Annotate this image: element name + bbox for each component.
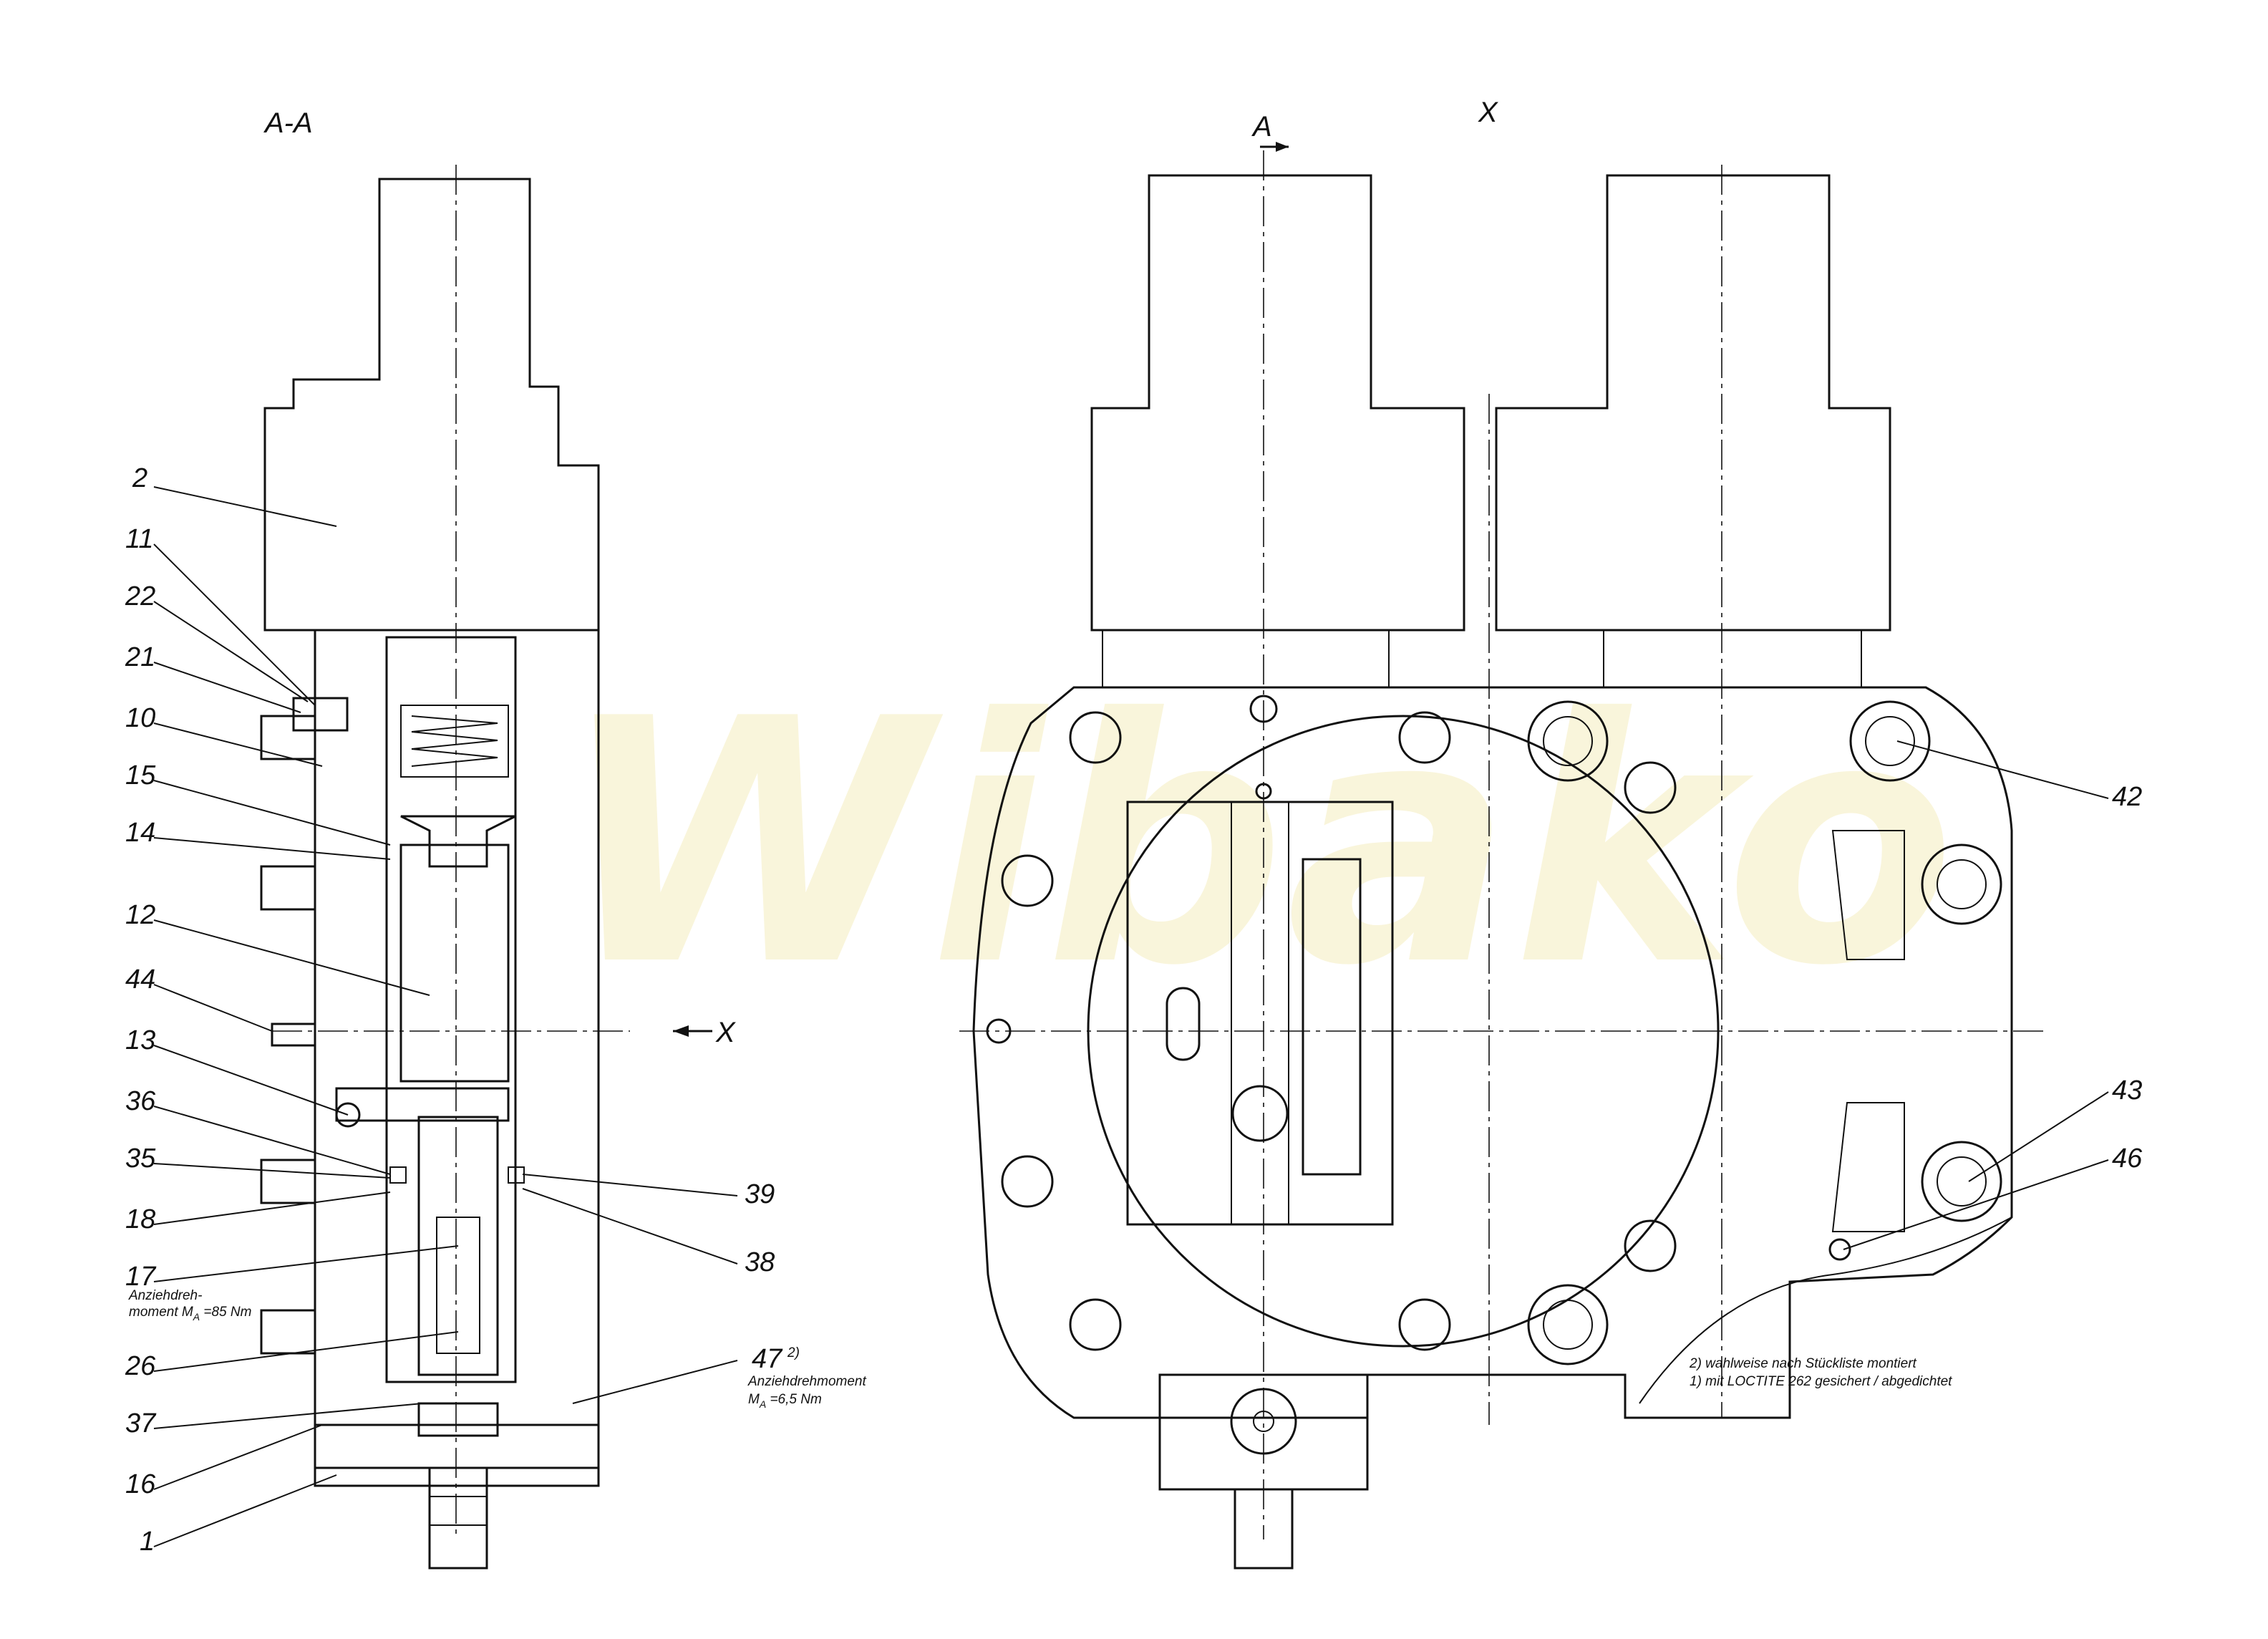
leader-lines [153, 486, 2109, 1547]
screw-26 [436, 1217, 480, 1354]
spool-12 [399, 843, 510, 1083]
view-x: A [959, 111, 2048, 1570]
callout-12: 12 [125, 900, 155, 930]
footnotes: 2) wahlweise nach Stückliste montiert 1)… [1639, 1217, 2012, 1404]
seal-35 [389, 1166, 407, 1184]
callout-42: 42 [2112, 782, 2142, 812]
bolt-holes [986, 711, 1677, 1351]
callout-15: 15 [125, 760, 156, 791]
pin-13-hole [335, 1102, 361, 1128]
callout-46: 46 [2112, 1144, 2143, 1174]
piston-17 [417, 1116, 499, 1376]
note-leader [1639, 1217, 2012, 1404]
port-d [260, 1309, 316, 1355]
view-title: X [1478, 97, 1498, 128]
torque-47-value: =6,5 Nm [766, 1392, 822, 1407]
watermark-text: Wibako [558, 647, 1956, 1039]
callout-1: 1 [140, 1527, 155, 1557]
vent-plug [1249, 695, 1278, 723]
view-direction-arrow: X [673, 1017, 736, 1048]
spring [411, 715, 498, 767]
slider-pin [1231, 1085, 1289, 1142]
section-title: A-A [263, 107, 313, 139]
main-bore [1087, 715, 1720, 1348]
callout-26: 26 [125, 1351, 156, 1381]
plug-21 [292, 697, 349, 732]
bottom-adjust-screw [1234, 1488, 1294, 1570]
callout-13: 13 [125, 1025, 155, 1055]
torque-17-sub: A [193, 1311, 200, 1323]
torque-17-m: moment M [129, 1305, 193, 1320]
callout-labels: 2 11 22 21 10 15 14 12 44 13 36 35 18 17… [125, 463, 2143, 1557]
screw-threads [430, 1496, 487, 1526]
callout-11: 11 [125, 524, 153, 554]
torque-17-line1: Anziehdreh- [128, 1288, 202, 1303]
torque-47-m: M [748, 1392, 760, 1407]
callout-22: 22 [125, 581, 155, 611]
torque-note-17: Anziehdreh- moment MA =85 Nm [128, 1288, 251, 1323]
callout-43: 43 [2112, 1075, 2142, 1106]
cross-pin-13 [335, 1087, 510, 1122]
slider-rail [1231, 801, 1289, 1225]
callout-16: 16 [125, 1469, 156, 1499]
callout-17: 17 [125, 1262, 157, 1292]
valve-body [314, 629, 600, 1469]
port-c [260, 1159, 316, 1204]
callout-47: 47 [752, 1344, 783, 1374]
torque-note-47: Anziehdrehmoment MA =6,5 Nm [747, 1374, 866, 1410]
spring-chamber [400, 705, 509, 778]
adjusting-screw [428, 1466, 488, 1570]
torque-17-value: =85 Nm [200, 1305, 251, 1320]
port-a [260, 715, 316, 760]
torque-47-sub: A [759, 1398, 766, 1410]
oblong-slot [1166, 987, 1201, 1061]
callout-14: 14 [125, 818, 155, 848]
cover-1 [314, 1423, 600, 1487]
central-bore [385, 636, 517, 1383]
callout-37: 37 [125, 1408, 157, 1439]
callout-38: 38 [745, 1247, 775, 1277]
torque-47-line2: MA =6,5 Nm [748, 1392, 822, 1410]
footnote-2: 2) wahlweise nach Stückliste montiert [1689, 1356, 1917, 1371]
locating-pin [1255, 783, 1272, 800]
callout-21: 21 [125, 642, 155, 672]
solenoid-left [1090, 174, 1465, 632]
socket-screws [1527, 700, 2002, 1365]
section-view-a-a [260, 165, 630, 1570]
footnote-1: 1) mit LOCTITE 262 gesichert / abgedicht… [1690, 1374, 1952, 1389]
pin-44 [271, 1022, 316, 1047]
channels [1831, 830, 1905, 1232]
spring-seat [400, 815, 516, 868]
bottom-port [1230, 1388, 1297, 1455]
slider-slot [1302, 858, 1362, 1176]
port-b [260, 865, 316, 911]
body-joints [1102, 630, 1862, 687]
nut-16 [417, 1402, 499, 1437]
solenoid-housing [263, 178, 600, 632]
callout-39: 39 [745, 1179, 775, 1209]
callout-44: 44 [125, 964, 155, 995]
callout-10: 10 [125, 703, 155, 733]
torque-47-line1: Anziehdrehmoment [747, 1374, 866, 1389]
callout-18: 18 [125, 1204, 155, 1234]
section-marker-a: A [1251, 111, 1272, 142]
callout-35: 35 [125, 1144, 156, 1174]
solenoid-right [1495, 174, 1891, 632]
callout-47-sup: 2) [787, 1345, 800, 1360]
callout-36: 36 [125, 1086, 156, 1116]
torque-17-line2: moment MA =85 Nm [129, 1305, 251, 1323]
body-outline [972, 686, 2013, 1419]
direction-label-x: X [715, 1017, 736, 1048]
callout-2: 2 [132, 463, 147, 493]
